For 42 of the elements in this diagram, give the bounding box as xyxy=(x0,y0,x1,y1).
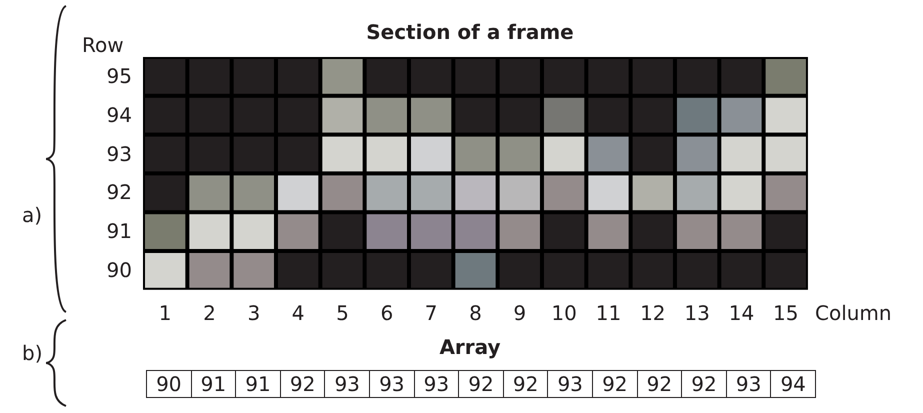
column-number: 11 xyxy=(594,301,622,325)
column-number: 4 xyxy=(290,301,306,325)
part-label: a) xyxy=(22,203,42,227)
array-cell: 94 xyxy=(770,370,816,398)
array-cell: 92 xyxy=(636,370,682,398)
column-number: 7 xyxy=(424,301,438,325)
row-number: 95 xyxy=(106,64,132,88)
array-title: Array xyxy=(438,335,502,359)
column-number: 14 xyxy=(728,301,756,325)
array-cell: 92 xyxy=(502,370,548,398)
part-label: b) xyxy=(22,341,42,365)
array-cell: 90 xyxy=(146,370,192,398)
axis-label: Row xyxy=(82,33,124,57)
array-cell: 92 xyxy=(280,370,326,398)
column-number: 15 xyxy=(772,301,800,325)
array-cell: 92 xyxy=(592,370,638,398)
array-cell: 93 xyxy=(414,370,460,398)
row-number: 90 xyxy=(106,258,132,282)
axis-label: Column xyxy=(815,301,892,325)
column-number: 6 xyxy=(379,301,394,325)
chart-title: Section of a frame xyxy=(365,20,575,44)
row-number: 92 xyxy=(106,180,132,204)
row-number: 94 xyxy=(106,102,132,127)
column-number: 2 xyxy=(202,301,217,325)
array-cell: 93 xyxy=(726,370,772,398)
column-number: 5 xyxy=(335,301,350,325)
column-number: 9 xyxy=(512,301,528,325)
array-cell: 91 xyxy=(235,370,281,398)
column-number: 12 xyxy=(639,301,667,325)
array-cell: 92 xyxy=(681,370,727,398)
column-number: 8 xyxy=(468,301,483,325)
column-number: 1 xyxy=(158,301,173,325)
array-cell: 93 xyxy=(369,370,415,398)
array-cell: 91 xyxy=(190,370,236,398)
row-number: 91 xyxy=(106,219,132,244)
column-number: 13 xyxy=(683,301,711,325)
array-cell: 92 xyxy=(458,370,504,398)
row-number: 93 xyxy=(106,142,132,166)
column-number: 10 xyxy=(550,301,578,325)
array-cell: 93 xyxy=(547,370,593,398)
array-cell: 93 xyxy=(324,370,370,398)
column-number: 3 xyxy=(246,301,262,325)
